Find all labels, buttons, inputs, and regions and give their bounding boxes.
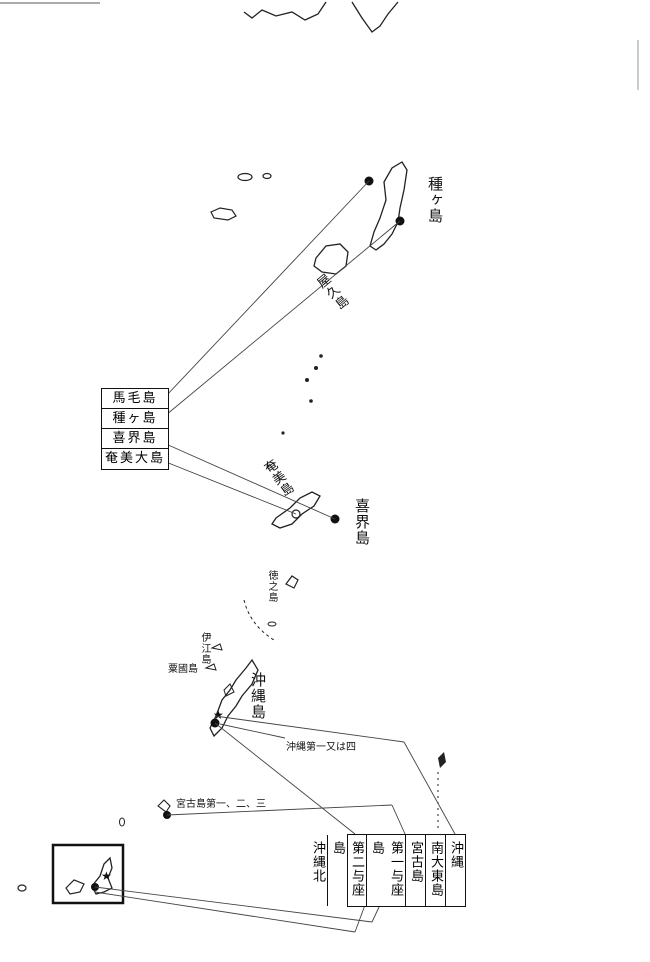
islet [314,366,318,370]
iheya-island [204,663,217,671]
link-line [403,741,456,835]
tanegashima-island [369,161,408,251]
legend-row: 喜界島 [102,429,168,449]
iriomote-island [65,879,85,895]
legend-column: 宮古島 [405,835,425,906]
link-line [391,804,406,835]
legend-column: 第一与座島 [366,835,405,906]
islet [281,431,285,435]
kyushu-coast [243,1,327,21]
link-line [214,722,356,835]
islet [305,378,309,382]
okinawa-label: 沖縄島 [249,672,267,720]
miyako-label: 宮古島第一、二、三 [176,799,266,810]
kikai-label: 喜界島 [353,498,371,546]
yonaguni-island [17,884,27,892]
star-marker: ★ [101,869,112,883]
tanegashima-label: 種ヶ島 [426,176,444,224]
link-line [165,443,336,520]
islet [262,172,272,180]
legend-column: 沖縄北 [310,841,325,883]
islet [267,621,277,627]
daito-island [438,752,446,768]
legend-column: 第二与座島 [327,835,366,906]
yakushima-island [313,243,349,275]
kyushu-peninsula [351,1,399,33]
islet [119,817,125,827]
link-line [165,220,401,416]
link-line [94,886,373,923]
islet [319,354,323,358]
okinawa-station-label: 沖縄第一又は四 [286,742,356,753]
miyako-island [157,799,171,813]
tokunoshima-label: 徳之島 [266,570,277,603]
inset-frame [51,843,125,905]
right-legend-box: 沖縄 南大東島 宮古島 第一与座島 第二与座島 沖縄北 [310,834,466,907]
tokunoshima-boundary [243,599,275,641]
okinawa-island [209,658,259,738]
link-line [371,904,381,923]
iheya-island [210,643,223,651]
tokunoshima-island [285,575,299,589]
islet [309,399,313,403]
left-legend-box: 馬毛島 種ヶ島 喜界島 奄美大島 [101,388,169,470]
mageshima-island [210,207,237,221]
islet [237,172,253,182]
link-line [354,904,366,933]
legend-row: 奄美大島 [104,451,165,466]
link-line [219,723,286,739]
star-marker: ★ [213,708,224,722]
legend-column: 南大東島 [425,835,445,906]
kumejima-label: 粟國島 [168,664,198,675]
link-line [214,715,405,743]
link-line [94,891,356,933]
amami-island [271,491,321,529]
okinawa-peninsula [223,683,235,697]
islet [266,464,270,468]
link-line [165,461,297,515]
legend-row: 馬毛島 [102,389,168,409]
legend-column: 沖縄 [445,835,465,906]
legend-row: 種ヶ島 [102,409,168,429]
link-line [165,180,370,397]
link-line [166,804,393,816]
iheya-label: 伊江島 [199,632,210,665]
